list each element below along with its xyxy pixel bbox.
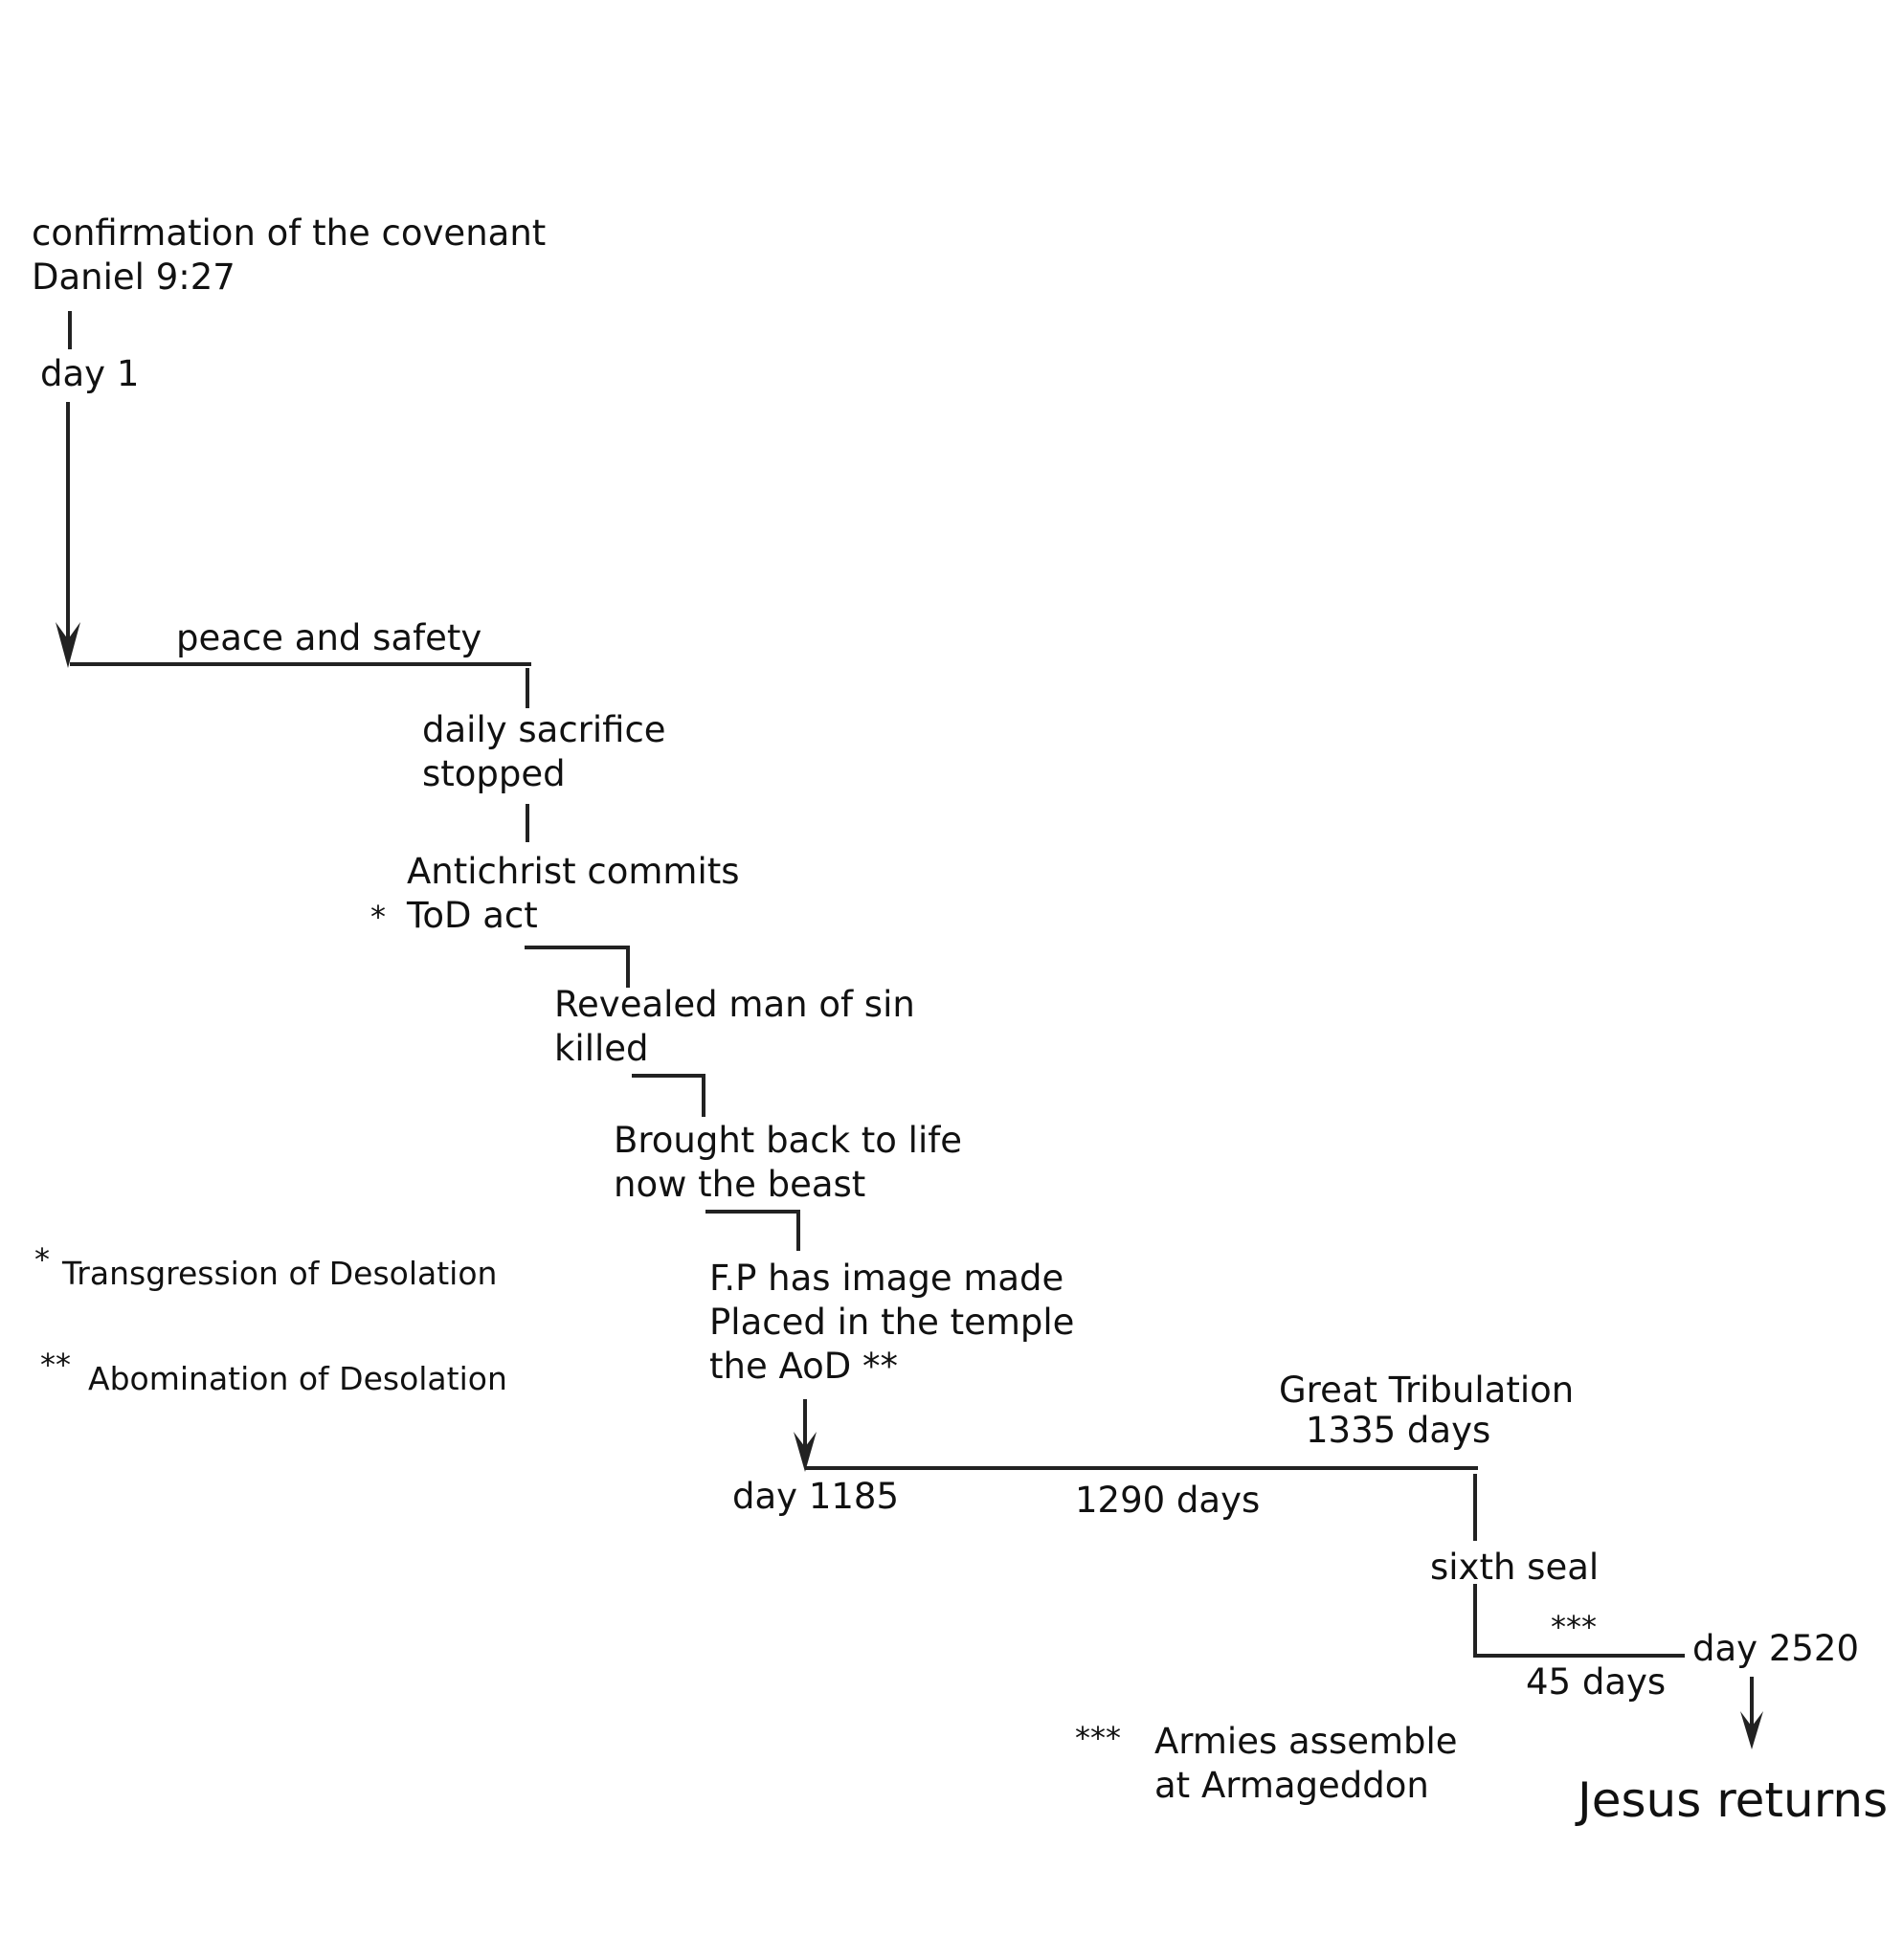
- step-to-revealed: [525, 946, 630, 988]
- brought-label-line2: now the beast: [614, 1164, 866, 1205]
- day2520-label: day 2520: [1692, 1628, 1859, 1669]
- sixth-seal-label: sixth seal: [1430, 1547, 1600, 1588]
- footnote-tod-marker: *: [34, 1241, 50, 1278]
- jesus-arrowhead: [1740, 1711, 1763, 1749]
- tod-marker: *: [370, 899, 386, 935]
- day1185-arrowhead: [794, 1432, 817, 1472]
- footnote-aod-marker: **: [40, 1347, 71, 1383]
- revealed-label-line1: Revealed man of sin: [554, 984, 915, 1025]
- tribulation-label-line1: Great Tribulation: [1279, 1370, 1575, 1411]
- footnote-armies-line2: at Armageddon: [1154, 1765, 1429, 1806]
- tribulation-label-line2: 1335 days: [1306, 1410, 1491, 1451]
- forty-five-days-line: [1473, 1584, 1685, 1658]
- jesus-returns-label: Jesus returns: [1578, 1772, 1889, 1828]
- fp-label-line1: F.P has image made: [709, 1258, 1064, 1299]
- fp-label-line3: the AoD **: [709, 1346, 899, 1387]
- armies-marker-small: ***: [1551, 1609, 1597, 1645]
- footnote-tod-text: Transgression of Desolation: [62, 1255, 498, 1292]
- days1290-label: 1290 days: [1075, 1480, 1261, 1521]
- step-to-fp: [705, 1210, 800, 1251]
- day1185-label: day 1185: [732, 1476, 899, 1517]
- fp-label-line2: Placed in the temple: [709, 1302, 1075, 1343]
- antichrist-label-line2: ToD act: [407, 895, 538, 936]
- day1-label: day 1: [40, 353, 140, 394]
- step-to-brought: [632, 1074, 705, 1117]
- footnote-armies-line1: Armies assemble: [1154, 1721, 1458, 1762]
- revealed-label-line2: killed: [554, 1028, 649, 1069]
- sacrifice-label-line1: daily sacrifice: [422, 709, 666, 750]
- antichrist-label-line1: Antichrist commits: [407, 851, 740, 892]
- sacrifice-label-line2: stopped: [422, 753, 566, 794]
- day1-arrowhead: [56, 622, 80, 668]
- days45-label: 45 days: [1526, 1661, 1667, 1703]
- footnote-aod-text: Abomination of Desolation: [88, 1360, 507, 1397]
- brought-label-line1: Brought back to life: [614, 1120, 963, 1161]
- footnote-armies-marker: ***: [1075, 1720, 1121, 1756]
- daniel-reference: Daniel 9:27: [32, 256, 235, 298]
- peace-safety-label: peace and safety: [176, 617, 482, 658]
- covenant-label: confirmation of the covenant: [32, 212, 547, 254]
